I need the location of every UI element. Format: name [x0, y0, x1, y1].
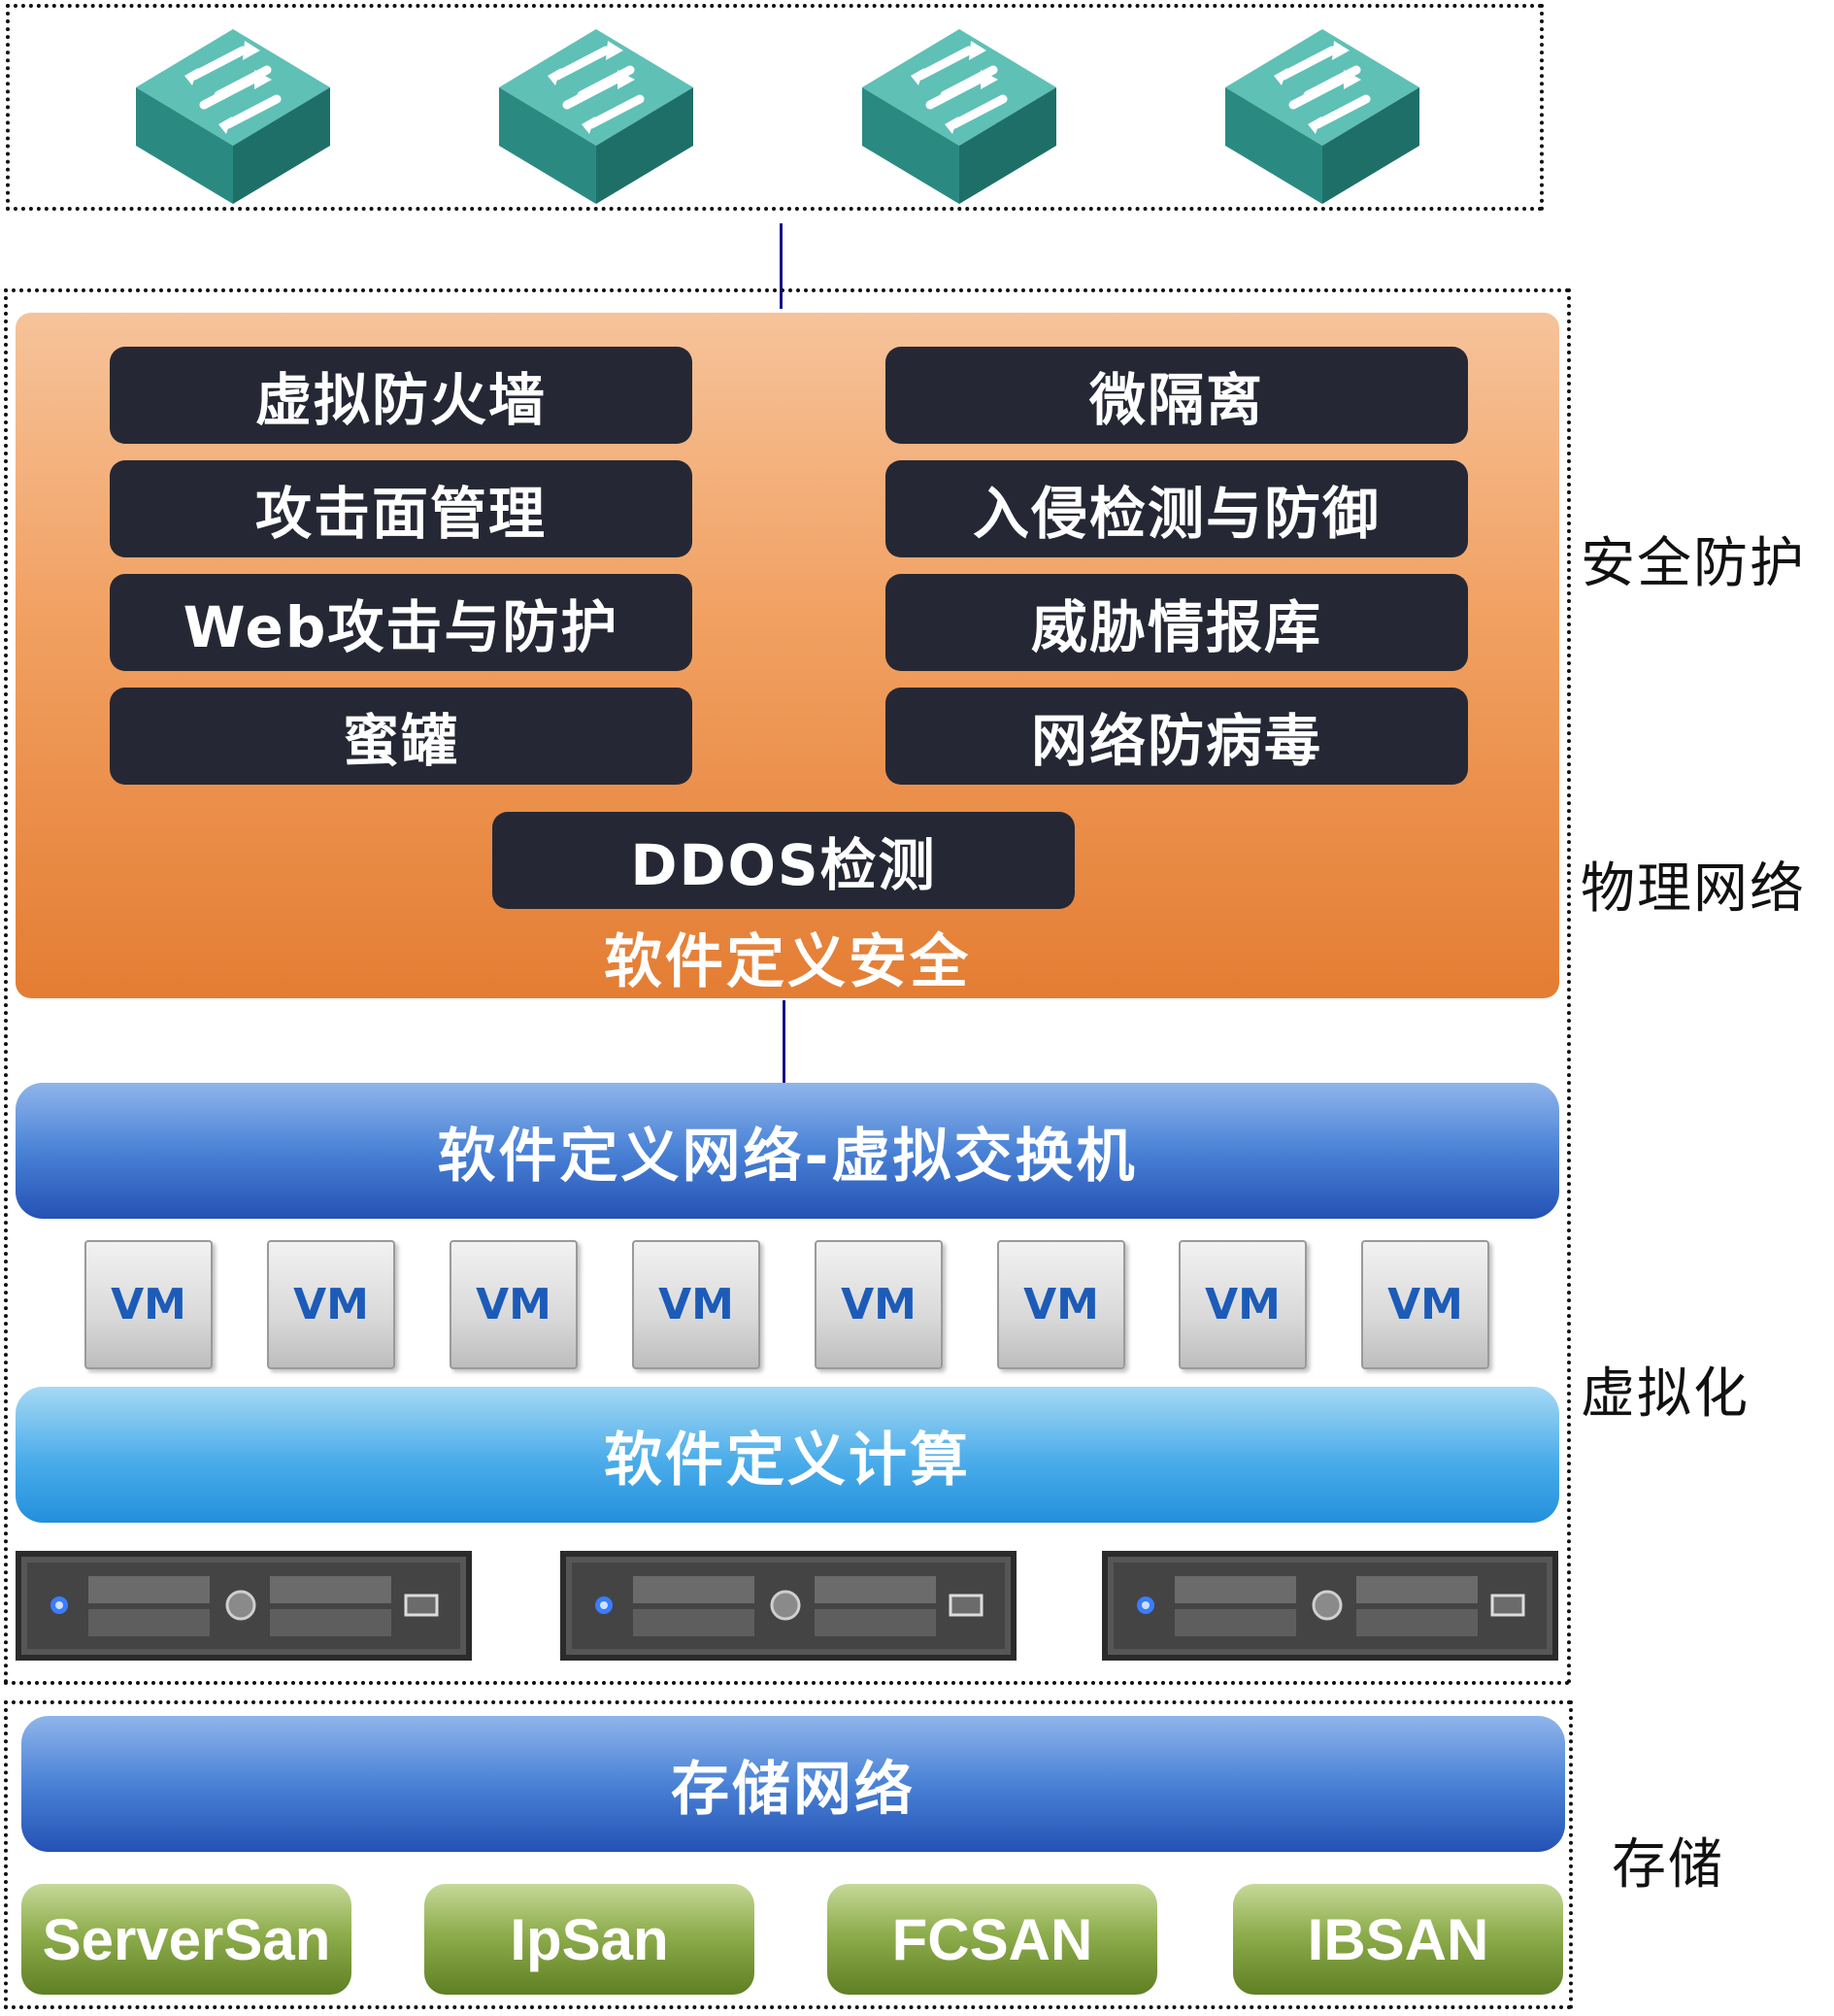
security-item: 蜜罐 — [110, 688, 692, 785]
switch-group-box — [6, 4, 1544, 211]
security-item: 虚拟防火墙 — [110, 347, 692, 444]
connector-line — [783, 1000, 785, 1086]
vm-box: VM — [267, 1240, 395, 1369]
network-switch-icon — [862, 29, 1056, 204]
side-label-virtualization: 虚拟化 — [1581, 1362, 1750, 1426]
rack-server-icon — [16, 1551, 472, 1661]
vm-box: VM — [632, 1240, 760, 1369]
storage-box — [4, 1700, 1573, 2009]
side-label-physical-network: 物理网络 — [1581, 857, 1806, 921]
security-item: 威胁情报库 — [885, 574, 1468, 671]
rack-server-icon — [560, 1551, 1017, 1661]
security-item: Web攻击与防护 — [110, 574, 692, 671]
security-panel-caption: 软件定义安全 — [604, 928, 971, 996]
storage-item: IBSAN — [1233, 1884, 1563, 1995]
vm-box: VM — [84, 1240, 213, 1369]
side-label-security: 安全防护 — [1581, 532, 1806, 595]
storage-item: IpSan — [424, 1884, 754, 1995]
security-item: 入侵检测与防御 — [885, 460, 1468, 557]
network-switch-icon — [136, 29, 330, 204]
vm-box: VM — [1361, 1240, 1489, 1369]
storage-item: ServerSan — [21, 1884, 351, 1995]
main-infrastructure-box — [4, 288, 1571, 1685]
vm-box: VM — [815, 1240, 943, 1369]
vm-box: VM — [1179, 1240, 1307, 1369]
network-switch-icon — [1225, 29, 1419, 204]
rack-server-icon — [1102, 1551, 1558, 1661]
vm-box: VM — [450, 1240, 578, 1369]
security-item: 微隔离 — [885, 347, 1468, 444]
vm-box: VM — [997, 1240, 1125, 1369]
connector-line — [780, 223, 783, 309]
side-label-storage: 存储 — [1612, 1833, 1724, 1897]
sdn-virtual-switch-band: 软件定义网络-虚拟交换机 — [16, 1083, 1559, 1219]
storage-network-band: 存储网络 — [21, 1716, 1565, 1852]
security-item: 网络防病毒 — [885, 688, 1468, 785]
security-item-ddos: DDOS检测 — [492, 812, 1075, 909]
storage-item: FCSAN — [827, 1884, 1157, 1995]
security-item: 攻击面管理 — [110, 460, 692, 557]
security-panel: 虚拟防火墙 微隔离 攻击面管理 入侵检测与防御 Web攻击与防护 威胁情报库 蜜… — [16, 313, 1559, 998]
network-switch-icon — [499, 29, 693, 204]
sdc-compute-band: 软件定义计算 — [16, 1387, 1559, 1523]
